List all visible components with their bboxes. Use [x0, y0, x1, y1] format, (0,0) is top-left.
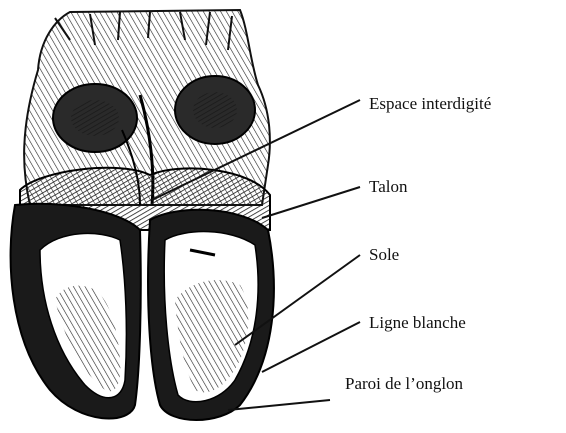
left-claw — [11, 204, 141, 419]
label-ligne-blanche: Ligne blanche — [369, 314, 466, 331]
leader-line-ligne — [262, 322, 360, 372]
label-talon: Talon — [369, 178, 407, 195]
right-claw — [148, 210, 274, 420]
label-paroi-onglon: Paroi de l’onglon — [345, 375, 463, 392]
label-espace-interdigite: Espace interdigité — [369, 95, 491, 112]
leader-line-talon — [262, 187, 360, 218]
label-sole: Sole — [369, 246, 399, 263]
